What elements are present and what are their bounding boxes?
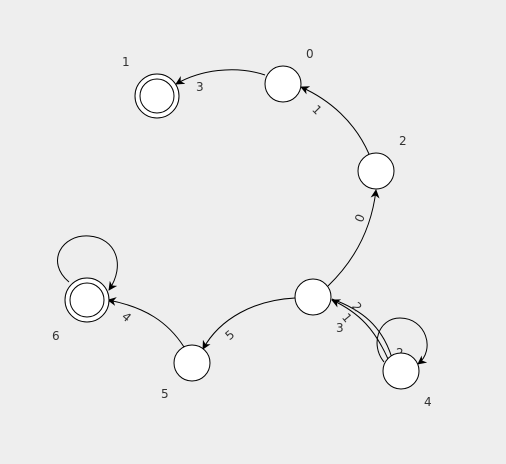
transition-label-3-to-5: 5 xyxy=(222,327,237,343)
transition-label-5-to-6: 4 xyxy=(119,309,134,325)
state-label-3: 3 xyxy=(336,321,344,335)
state-1-accepting[interactable] xyxy=(134,73,180,119)
state-4[interactable] xyxy=(382,352,420,390)
state-6-accepting[interactable] xyxy=(64,277,110,323)
state-label-0: 0 xyxy=(306,47,314,61)
transition-label-3-to-2: 0 xyxy=(352,212,368,224)
state-label-4: 4 xyxy=(424,395,432,409)
transition-2-to-0[interactable] xyxy=(300,86,370,155)
transition-4-to-3-b[interactable] xyxy=(331,298,393,359)
state-label-6: 6 xyxy=(52,329,60,343)
transition-label-2-to-0: 1 xyxy=(309,102,324,117)
state-label-1: 1 xyxy=(122,55,130,69)
transition-4-to-3-a[interactable] xyxy=(331,299,389,360)
state-0[interactable] xyxy=(264,65,302,103)
state-2[interactable] xyxy=(357,152,395,190)
state-3[interactable] xyxy=(294,278,332,316)
transition-5-to-6[interactable] xyxy=(107,297,185,348)
transition-label-0-to-1: 3 xyxy=(196,80,204,94)
state-5[interactable] xyxy=(173,344,211,382)
transition-4-self-loop[interactable] xyxy=(376,317,428,365)
transition-3-to-5[interactable] xyxy=(202,297,296,350)
transition-6-self-loop[interactable] xyxy=(57,235,118,291)
state-label-2: 2 xyxy=(399,134,407,148)
transition-0-to-1[interactable] xyxy=(175,69,266,85)
state-label-5: 5 xyxy=(161,387,169,401)
transition-3-to-2[interactable] xyxy=(327,189,380,287)
